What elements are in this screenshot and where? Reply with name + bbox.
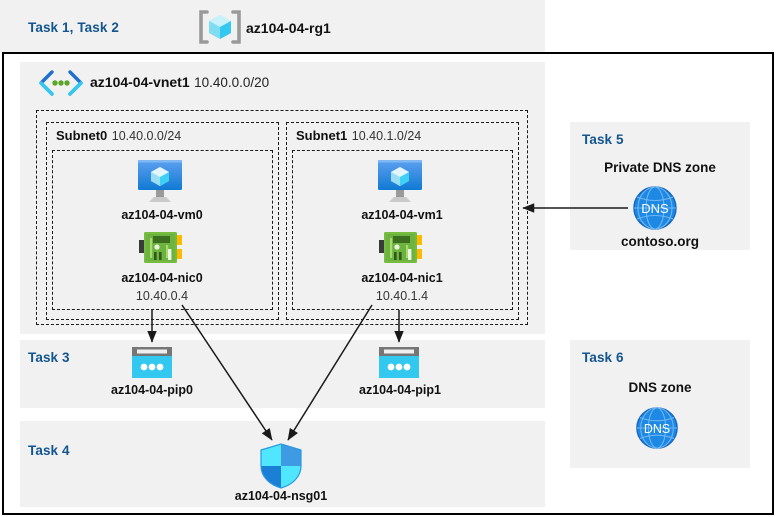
task-label-5: Task 5 <box>582 132 624 147</box>
subnet-1-vm-group <box>292 150 513 310</box>
network-interface-icon <box>379 232 422 263</box>
pip-1-label: az104-04-pip1 <box>359 383 441 397</box>
pip-0-label: az104-04-pip0 <box>111 383 193 397</box>
nsg-label: az104-04-nsg01 <box>234 489 328 503</box>
subnet-1-cidr: 10.40.1.0/24 <box>351 129 422 143</box>
subnet-1-container <box>286 122 519 320</box>
subnet-0-cidr: 10.40.0.0/24 <box>111 129 182 143</box>
subnets-wrapper <box>36 110 528 325</box>
task-label-6: Task 6 <box>582 350 624 365</box>
task-label-3: Task 3 <box>28 350 70 365</box>
nic-0-ip: 10.40.0.4 <box>135 289 189 303</box>
task-3-panel <box>20 340 545 408</box>
dns-icon-text: DNS <box>641 201 669 216</box>
dns-zone-heading: DNS zone <box>628 380 692 395</box>
subnet-0-container <box>46 122 279 320</box>
dns-zone-icon: DNS <box>636 407 678 449</box>
resource-group-icon <box>199 10 241 44</box>
subnet-0-vm-group <box>52 150 273 310</box>
vnet-name: az104-04-vnet1 <box>90 74 190 90</box>
network-interface-icon <box>139 232 182 263</box>
nic-0-label: az104-04-nic0 <box>121 271 203 285</box>
resource-group-name: az104-04-rg1 <box>246 20 331 36</box>
subnet-0-title: Subnet0 10.40.0.0/24 <box>56 127 181 145</box>
resource-group-header-band <box>0 0 545 52</box>
vm-1-label: az104-04-vm1 <box>361 208 443 222</box>
subnet-0-name: Subnet0 <box>56 128 108 143</box>
vm-0-label: az104-04-vm0 <box>121 208 203 222</box>
virtual-machine-icon <box>378 160 422 202</box>
network-security-group-icon <box>260 443 302 489</box>
private-dns-zone-name: contoso.org <box>621 234 699 249</box>
private-dns-zone-heading: Private DNS zone <box>604 160 716 175</box>
vnet-title-row: az104-04-vnet1 10.40.0.0/20 <box>90 74 269 92</box>
nic-1-ip: 10.40.1.4 <box>375 289 429 303</box>
task-label-4: Task 4 <box>28 443 70 458</box>
dns-icon-text: DNS <box>644 422 670 436</box>
subnet-1-name: Subnet1 <box>296 128 348 143</box>
dns-zone-icon: DNS <box>633 186 677 230</box>
task-label-1-2: Task 1, Task 2 <box>28 20 119 35</box>
vnet-cidr: 10.40.0.0/20 <box>194 75 270 90</box>
virtual-network-panel <box>20 62 545 334</box>
virtual-machine-icon <box>138 160 182 202</box>
public-ip-address-icon <box>379 347 419 378</box>
nic-1-label: az104-04-nic1 <box>361 271 443 285</box>
subnet-1-title: Subnet1 10.40.1.0/24 <box>296 127 421 145</box>
public-ip-address-icon <box>132 347 172 378</box>
virtual-network-icon <box>39 70 83 96</box>
